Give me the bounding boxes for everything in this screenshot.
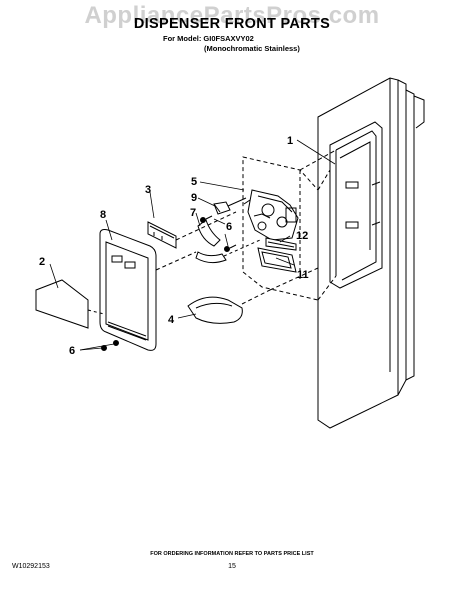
dispenser-opening (329, 121, 383, 289)
callout-8: 8 (100, 209, 106, 221)
ordering-note: FOR ORDERING INFORMATION REFER TO PARTS … (150, 551, 314, 557)
page-number: 15 (228, 563, 236, 570)
part-9 (213, 197, 247, 215)
callout-11: 11 (297, 269, 309, 281)
model-line: For Model: GI0FSAXVY02 (163, 34, 254, 43)
callout-6-lower: 6 (69, 345, 75, 357)
callout-labels: 1 2 3 4 5 6 6 7 8 9 11 12 (39, 135, 309, 357)
actuator-assembly (243, 189, 299, 241)
mounting-frame (242, 149, 337, 301)
finish-line: (Monochromatic Stainless) (204, 44, 300, 53)
callout-4: 4 (168, 314, 175, 326)
part-7 (195, 219, 261, 264)
callout-12: 12 (296, 230, 308, 242)
leader-lines (49, 139, 336, 351)
page-title: DISPENSER FRONT PARTS (133, 16, 331, 32)
callout-6-upper: 6 (226, 221, 232, 233)
callout-7: 7 (190, 207, 196, 219)
part-12 (265, 237, 297, 251)
watermark: AppliancePartsPros.com (84, 2, 380, 29)
part-4 (187, 267, 319, 324)
callout-2: 2 (39, 256, 45, 268)
callout-1: 1 (287, 135, 293, 147)
part-11 (257, 247, 297, 273)
part-3 (147, 211, 237, 249)
screws (101, 215, 237, 351)
callout-9: 9 (191, 192, 197, 204)
part-8 (99, 229, 197, 351)
callout-3: 3 (145, 184, 151, 196)
document-number: W10292153 (12, 563, 50, 570)
callout-5: 5 (191, 176, 197, 188)
part-2 (35, 279, 105, 329)
